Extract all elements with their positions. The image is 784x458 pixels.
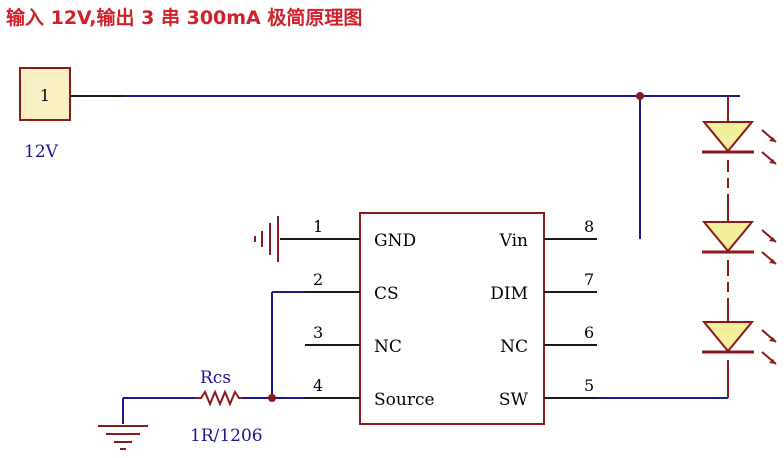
pin-5-name: SW bbox=[499, 390, 529, 410]
pin-2-name: CS bbox=[374, 284, 399, 304]
light-emission-arrows bbox=[761, 229, 777, 265]
gnd-symbol-pin1 bbox=[254, 216, 305, 262]
sense-junction bbox=[268, 394, 276, 402]
pin-7-name: DIM bbox=[490, 284, 528, 304]
led-1 bbox=[701, 121, 777, 165]
driver-ic-body bbox=[359, 212, 545, 425]
pin-3-number: 3 bbox=[313, 323, 323, 342]
connector-pin-number: 1 bbox=[40, 86, 50, 105]
resistor-name: Rcs bbox=[200, 368, 231, 388]
pin-5-number: 5 bbox=[584, 376, 594, 395]
pin-4-number: 4 bbox=[313, 376, 323, 395]
pin-8-number: 8 bbox=[584, 217, 594, 236]
light-emission-arrows bbox=[761, 129, 777, 165]
pin-1-name: GND bbox=[374, 231, 416, 251]
sense-resistor bbox=[195, 389, 242, 407]
pin-1-number: 1 bbox=[313, 217, 323, 236]
pin-8-name: Vin bbox=[499, 231, 528, 251]
pin-4-name: Source bbox=[374, 390, 435, 410]
led-2 bbox=[701, 221, 777, 265]
pin-7-number: 7 bbox=[584, 270, 594, 289]
connector-box bbox=[19, 67, 71, 121]
resistor-value: 1R/1206 bbox=[190, 426, 263, 446]
led-3 bbox=[701, 321, 777, 365]
gnd-symbol-resistor bbox=[98, 425, 148, 450]
light-emission-arrows bbox=[761, 329, 777, 365]
pin-3-name: NC bbox=[374, 337, 402, 357]
pin-6-number: 6 bbox=[584, 323, 594, 342]
connector-label: 12V bbox=[24, 142, 59, 162]
pin-6-name: NC bbox=[500, 337, 528, 357]
diagram-title: 输入 12V,输出 3 串 300mA 极简原理图 bbox=[6, 7, 363, 29]
pin-2-number: 2 bbox=[313, 270, 323, 289]
supply-junction bbox=[636, 92, 644, 100]
